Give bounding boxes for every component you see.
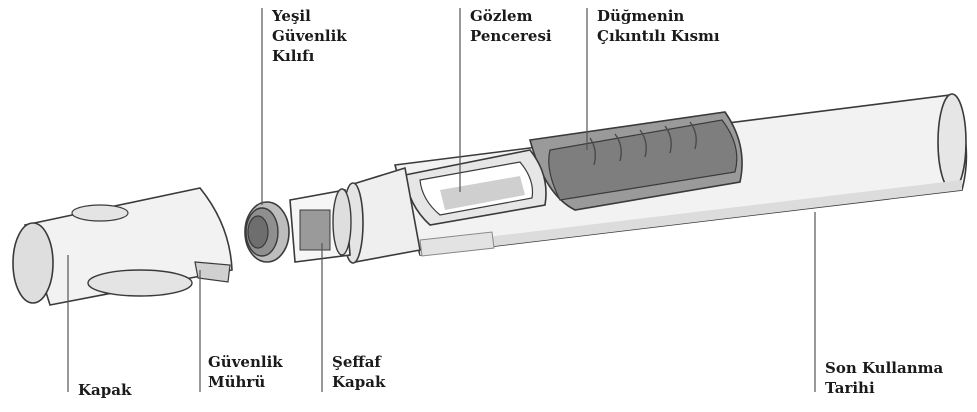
label-gozlem-penceresi: Gözlem Penceresi [470,6,552,46]
transparent-cap-inner [300,210,330,250]
pen-neck [290,168,420,263]
cap-open-end [13,223,53,303]
green-safety-sheath [245,202,289,262]
label-yesil-guvenlik-kilifi: Yeşil Güvenlik Kılıfı [272,6,347,66]
cap-top-oval [72,205,128,221]
label-kapak: Kapak [78,380,131,400]
label-line: Penceresi [470,26,552,46]
cap-grip-oval [88,270,192,296]
cap [13,188,232,305]
label-line: Gözlem [470,6,552,26]
label-line: Şeffaf [332,352,385,372]
sheath-inner [248,216,268,248]
label-line: Çıkıntılı Kısmı [597,26,720,46]
label-line: Güvenlik [208,352,283,372]
label-line: Kapak [332,372,385,392]
label-son-kullanma-tarihi: Son Kullanma Tarihi [825,358,943,398]
label-line: Kılıfı [272,46,347,66]
label-line: Son Kullanma [825,358,943,378]
pen-end-cap [938,94,966,190]
label-line: Düğmenin [597,6,720,26]
label-dugmenin-cikintili-kismi: Düğmenin Çıkıntılı Kısmı [597,6,720,46]
label-line: Tarihi [825,378,943,398]
label-line: Mührü [208,372,283,392]
label-line: Yeşil [272,6,347,26]
transparent-cap-ring [333,189,351,255]
label-guvenlik-muhru: Güvenlik Mührü [208,352,283,392]
label-seffaf-kapak: Şeffaf Kapak [332,352,385,392]
label-line: Kapak [78,380,131,400]
label-line: Güvenlik [272,26,347,46]
